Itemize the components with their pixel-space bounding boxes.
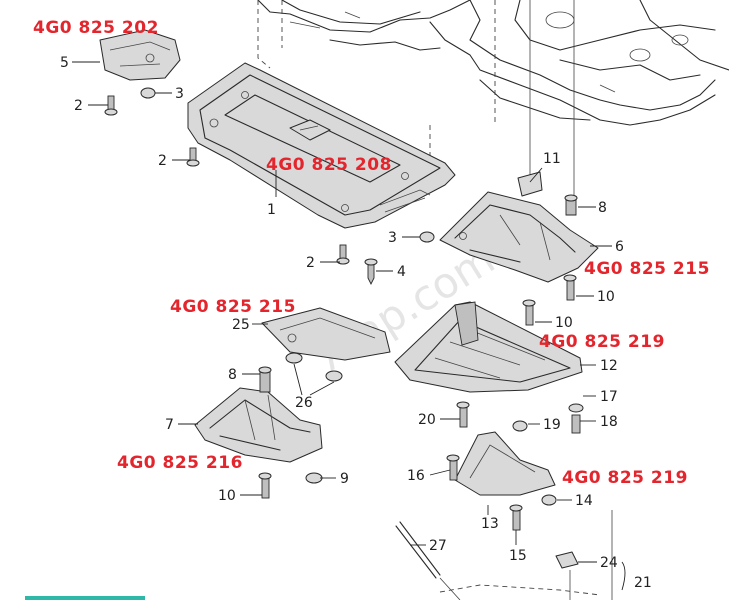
part-7-bracket <box>194 387 323 463</box>
clip-24 <box>555 551 579 600</box>
fastener-2a <box>104 95 118 116</box>
callout-14: 14 <box>575 493 593 509</box>
fastener-2c <box>336 244 350 265</box>
part-number-4g0825215-right: 4G0 825 215 <box>584 259 710 279</box>
part-6-bracket <box>439 191 599 283</box>
part-11-clip <box>517 171 543 197</box>
callout-2: 2 <box>158 153 167 169</box>
callout-24: 24 <box>600 555 618 571</box>
callout-20: 20 <box>418 412 436 428</box>
nut-19 <box>512 420 528 432</box>
part-number-4g0825219-lower: 4G0 825 219 <box>562 468 688 488</box>
screw-10a <box>563 274 577 301</box>
callout-8: 8 <box>598 200 607 216</box>
part-number-4g0825216: 4G0 825 216 <box>117 453 243 473</box>
callout-11: 11 <box>543 151 561 167</box>
callout-27: 27 <box>429 538 447 554</box>
callout-4: 4 <box>397 264 406 280</box>
callout-2: 2 <box>306 255 315 271</box>
nut-3b <box>419 231 435 243</box>
callout-5: 5 <box>60 55 69 71</box>
screw-20 <box>456 401 470 428</box>
callout-1: 1 <box>267 202 276 218</box>
callout-16: 16 <box>407 468 425 484</box>
part-13-bracket <box>454 431 556 496</box>
accent-bar <box>25 596 145 600</box>
leader-lines <box>72 61 626 591</box>
part-12-cover <box>394 301 583 393</box>
part-1-underbody-panel <box>187 62 456 229</box>
callout-19: 19 <box>543 417 561 433</box>
screw-15 <box>509 504 523 531</box>
part-number-4g0825202: 4G0 825 202 <box>33 18 159 38</box>
part-number-4g0825215-left: 4G0 825 215 <box>170 297 296 317</box>
callout-9: 9 <box>340 471 349 487</box>
callout-3: 3 <box>175 86 184 102</box>
nut-26a <box>285 352 303 364</box>
callout-17: 17 <box>600 389 618 405</box>
screw-8b <box>258 366 272 393</box>
callout-10: 10 <box>218 488 236 504</box>
part-number-4g0825208: 4G0 825 208 <box>266 155 392 175</box>
part-27-rod <box>395 521 601 600</box>
screw-18 <box>571 414 581 434</box>
callout-12: 12 <box>600 358 618 374</box>
callout-6: 6 <box>615 239 624 255</box>
nut-9 <box>305 472 323 484</box>
callout-18: 18 <box>600 414 618 430</box>
part-number-labels: 4G0 825 202 4G0 825 208 4G0 825 215 4G0 … <box>33 18 710 488</box>
screw-8a <box>564 194 578 216</box>
callout-numbers: 5 2 3 2 1 3 2 4 11 8 6 10 10 25 26 8 12 … <box>60 55 652 591</box>
washer-17 <box>568 403 584 413</box>
screw-10c <box>258 472 272 499</box>
callout-15: 15 <box>509 548 527 564</box>
callout-3: 3 <box>388 230 397 246</box>
callout-25: 25 <box>232 317 250 333</box>
callout-7: 7 <box>165 417 174 433</box>
part-25-panel <box>261 307 391 361</box>
callout-2: 2 <box>74 98 83 114</box>
nut-3a <box>140 87 156 99</box>
part-number-4g0825219-upper: 4G0 825 219 <box>539 332 665 352</box>
clip-4 <box>364 258 378 286</box>
callout-8: 8 <box>228 367 237 383</box>
vehicle-floor-structure <box>257 0 729 200</box>
callout-13: 13 <box>481 516 499 532</box>
screw-16 <box>446 454 460 481</box>
nut-14 <box>541 494 557 506</box>
callout-21: 21 <box>634 575 652 591</box>
part-5-bracket <box>99 29 181 81</box>
fastener-2b <box>186 147 200 167</box>
screw-10b <box>522 299 536 326</box>
callout-10: 10 <box>555 315 573 331</box>
nut-26b <box>325 370 343 382</box>
callout-26: 26 <box>295 395 313 411</box>
callout-10: 10 <box>597 289 615 305</box>
